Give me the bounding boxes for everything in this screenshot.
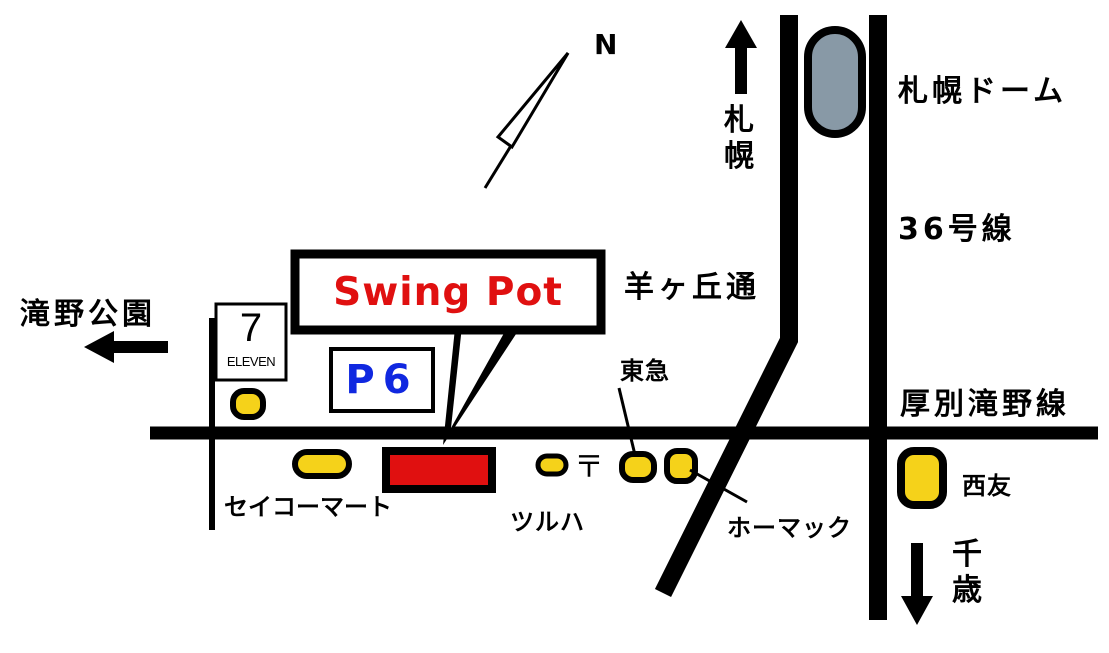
seiyu-marker [897,447,947,509]
destination-building [382,447,496,493]
sapporo-dome-marker [804,26,866,138]
tsuruha-marker [535,453,569,477]
parking-sign: P6 [331,349,433,411]
direction-chitose: 千歳 [952,537,982,608]
label-homac: ホーマック [727,514,852,542]
homac-leader [689,468,748,504]
parking-box [329,347,435,413]
label-tokyu: 東急 [620,357,670,385]
arrow-up-icon [725,20,757,94]
seven-eleven-box [214,302,288,382]
compass-icon [483,52,570,189]
callout-box [290,249,606,335]
label-seiyu: 西友 [962,472,1012,500]
tokyu-leader [617,387,637,456]
direction-sapporo: 札幌 [724,103,754,174]
seven-eleven-marker [230,388,266,420]
label-route-36: 36号線 [898,212,1016,247]
label-sapporo-dome: 札幌ドーム [898,74,1068,109]
arrow-down-icon [901,543,933,625]
hitsujigaoka-road [654,15,798,598]
direction-takino-park: 滝野公園 [20,297,156,332]
label-hitsujigaoka-dori: 羊ヶ丘通 [624,270,760,305]
label-seicomart: セイコーマート [224,493,392,521]
label-tsuruha: ツルハ [510,508,585,536]
destination-callout: Swing Pot [295,254,601,330]
parking-label: P6 [345,357,419,403]
compass-label: N [594,28,618,61]
tokyu-marker [619,451,657,483]
post-office-icon: 〒 [574,450,604,485]
seven-eleven-text: ELEVEN [226,354,276,369]
homac-marker [664,448,698,484]
seven-eleven-number: 7 [239,306,263,350]
destination-name: Swing Pot [333,269,563,315]
seicomart-marker [292,449,352,479]
label-atsubetsu-takino-line: 厚別滝野線 [900,387,1070,422]
arrow-left-icon [84,331,168,363]
